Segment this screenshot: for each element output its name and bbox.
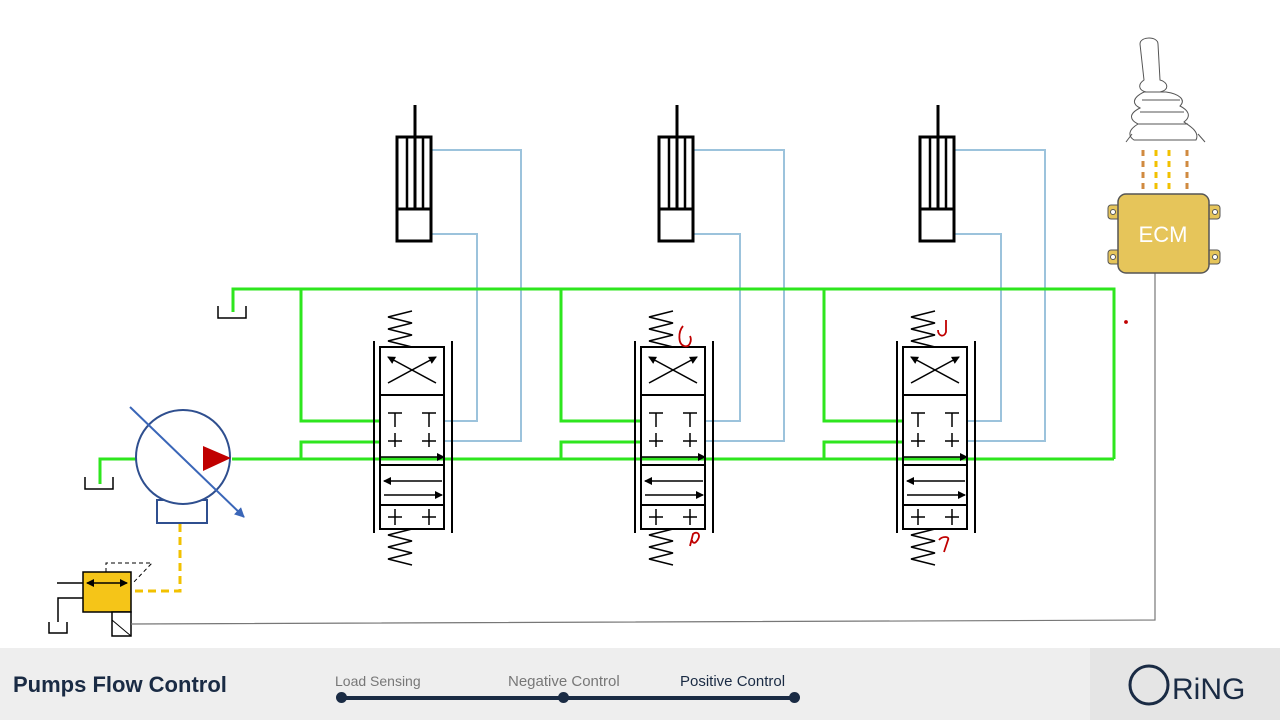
logo-panel: [1090, 648, 1280, 720]
variable-pump: [129, 406, 245, 524]
oring-logo: RiNG: [1128, 664, 1245, 706]
pump-regulator: [57, 524, 182, 637]
red-annotations: [678, 320, 1128, 553]
step-dot-2[interactable]: [558, 692, 569, 703]
ecm-signal-line: [130, 272, 1156, 625]
step-label-positive-control[interactable]: Positive Control: [680, 673, 786, 690]
tank-symbols: [48, 306, 247, 634]
control-valve-2: [635, 311, 713, 565]
step-label-load-sensing[interactable]: Load Sensing: [335, 673, 421, 689]
control-valve-1: [374, 311, 452, 565]
step-dot-3[interactable]: [789, 692, 800, 703]
pressure-lines: [98, 287, 1116, 484]
cylinder-lines: [432, 149, 1046, 442]
joystick-signal-lines: [1141, 150, 1189, 194]
step-dot-1[interactable]: [336, 692, 347, 703]
ecm-module: ECM: [1107, 193, 1221, 274]
cylinder-3: [918, 103, 956, 243]
cylinder-2: [657, 103, 695, 243]
ecm-label: ECM: [1139, 222, 1188, 247]
step-label-negative-control[interactable]: Negative Control: [508, 673, 620, 690]
logo-text: RiNG: [1172, 673, 1245, 706]
cylinder-1: [395, 103, 433, 243]
footer-bar: Pumps Flow Control Load Sensing Negative…: [0, 648, 1280, 720]
joystick-icon: [1125, 37, 1206, 143]
control-valve-3: [897, 311, 975, 565]
hydraulic-diagram: ECM: [48, 37, 1221, 637]
slide-title: Pumps Flow Control: [13, 672, 227, 697]
